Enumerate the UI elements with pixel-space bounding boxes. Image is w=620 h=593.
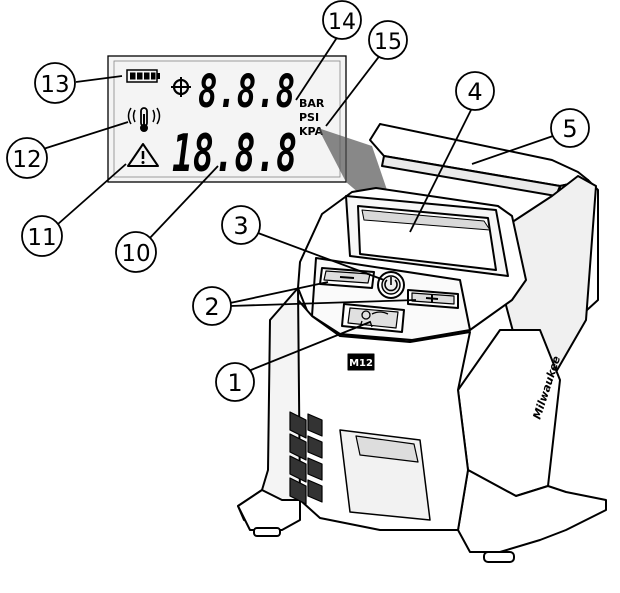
callouts: 1 2 3 4 5 10 11 12 13 14 15 xyxy=(6,0,590,402)
grip-vents xyxy=(289,411,323,505)
callout-13: 13 xyxy=(40,72,69,98)
product-badge: M12 xyxy=(349,358,373,369)
callout-5: 5 xyxy=(562,115,577,143)
warning-icon xyxy=(127,143,159,167)
inflator-device xyxy=(237,123,607,563)
unit-bar: BAR xyxy=(299,97,325,110)
inflate-icon xyxy=(359,310,389,328)
plus-icon xyxy=(425,294,439,303)
plus-button xyxy=(407,289,459,309)
thermometer-icon xyxy=(127,107,161,132)
inflate-button xyxy=(341,303,405,333)
lcd-enlargement: 8.8.8 BAR PSI KPA 18.8.8 xyxy=(107,55,347,184)
lcd-top-readout: 8.8.8 xyxy=(198,65,295,118)
unit-psi: PSI xyxy=(299,111,319,124)
callout-11: 11 xyxy=(27,225,56,251)
power-icon xyxy=(384,277,398,292)
callout-1: 1 xyxy=(227,369,242,397)
minus-icon xyxy=(339,276,355,279)
callout-2: 2 xyxy=(204,293,219,321)
minus-button xyxy=(319,267,375,289)
battery-icon xyxy=(126,69,160,83)
product-badge-frame xyxy=(347,353,375,371)
leader-lines xyxy=(39,35,554,373)
callout-3: 3 xyxy=(233,212,248,240)
power-button xyxy=(377,271,405,299)
lcd-bottom-readout: 18.8.8 xyxy=(172,124,297,184)
target-icon xyxy=(171,77,191,97)
callout-10: 10 xyxy=(121,241,150,267)
callout-12: 12 xyxy=(12,147,41,173)
callout-15: 15 xyxy=(374,30,402,55)
callout-14: 14 xyxy=(328,10,356,35)
callout-4: 4 xyxy=(467,78,482,106)
unit-kpa: KPA xyxy=(299,125,324,138)
